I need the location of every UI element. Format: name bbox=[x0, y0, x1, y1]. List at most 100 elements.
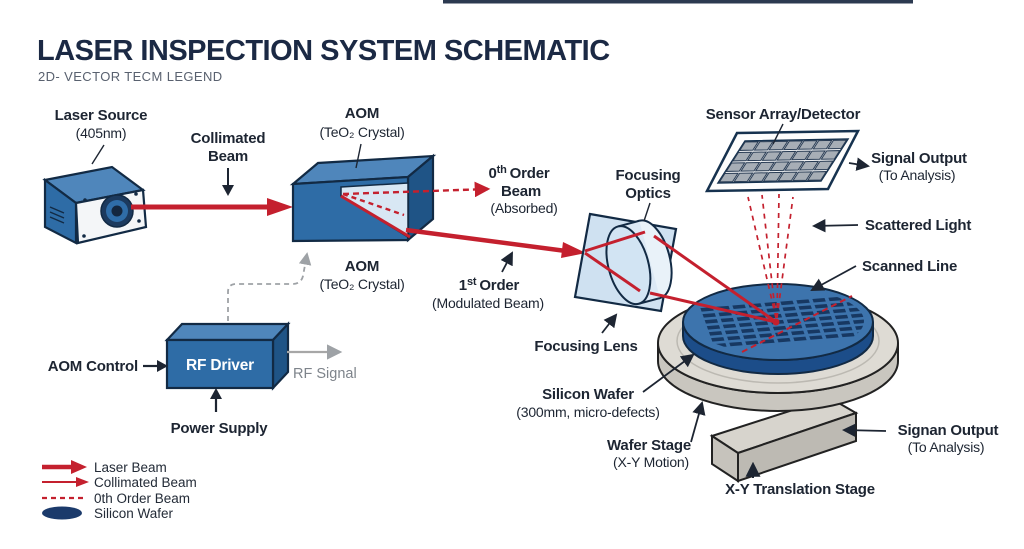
wafer-die bbox=[759, 333, 773, 338]
laser-source bbox=[42, 165, 148, 245]
wafer-die bbox=[743, 334, 757, 339]
legend-laser-beam-arrowhead-icon bbox=[71, 460, 87, 474]
wafer-die bbox=[708, 331, 723, 336]
sensor-cell bbox=[719, 173, 737, 182]
wafer-die bbox=[720, 317, 735, 323]
scanned-line-label: Scanned Line bbox=[862, 258, 957, 275]
laser-vent-line bbox=[49, 206, 65, 214]
wafer-die bbox=[798, 305, 812, 310]
power-supply-arrowhead-icon bbox=[210, 388, 222, 399]
sensor-cell bbox=[762, 152, 780, 161]
sensor-cell bbox=[734, 173, 752, 182]
signan-output-sublabel: (To Analysis) bbox=[908, 439, 985, 455]
sensor-cell bbox=[807, 151, 825, 160]
wafer-die bbox=[724, 329, 739, 335]
wafer-die bbox=[812, 298, 826, 303]
rf-signal-label: RF Signal bbox=[293, 366, 357, 382]
focusing-optics bbox=[573, 212, 678, 313]
laser-lens-core bbox=[111, 205, 123, 217]
wafer-die bbox=[820, 322, 835, 327]
wafer-die bbox=[729, 341, 743, 347]
wafer-die bbox=[841, 332, 855, 338]
signan-output-label: Signan Output bbox=[898, 422, 999, 439]
wafer-die bbox=[796, 299, 810, 304]
wafer-die bbox=[772, 325, 787, 331]
sensor-cell bbox=[799, 141, 817, 150]
legend-item-label: Silicon Wafer bbox=[94, 506, 174, 521]
legend-item-label: Laser Beam bbox=[94, 460, 167, 475]
silicon-wafer bbox=[682, 283, 874, 375]
wafer-die bbox=[816, 310, 831, 315]
aom-diffraction-dashed bbox=[342, 192, 405, 217]
sensor-cell bbox=[813, 140, 831, 149]
screw-dot bbox=[82, 234, 86, 238]
silicon-wafer-pointer-arrow bbox=[642, 353, 695, 393]
wafer-die bbox=[782, 306, 796, 312]
focused-beams bbox=[584, 230, 780, 326]
zero-order-label3: (Absorbed) bbox=[490, 200, 557, 216]
focusing-optics-label2: Optics bbox=[625, 185, 670, 202]
wafer-die bbox=[702, 313, 716, 318]
wafer-stage-label: Wafer Stage bbox=[607, 437, 691, 454]
legend-item-label: 0th Order Beam bbox=[94, 491, 190, 506]
sensor-cell bbox=[726, 163, 744, 172]
legend-collimated-arrowhead-icon bbox=[76, 477, 89, 487]
scanned-line-dashed bbox=[741, 295, 853, 353]
scattered-ray bbox=[761, 194, 777, 319]
sensor-array bbox=[707, 131, 858, 191]
scattered-ray bbox=[776, 196, 794, 319]
sensor-cell bbox=[741, 162, 759, 171]
wafer-die bbox=[756, 327, 771, 332]
screw-dot bbox=[83, 198, 87, 202]
top-crop-strip bbox=[443, 0, 913, 4]
scanned-line-arrow bbox=[810, 265, 857, 291]
sensor-cell bbox=[749, 173, 767, 182]
scattered-ray bbox=[747, 196, 777, 319]
wafer-die bbox=[834, 314, 849, 320]
beam-impact-point bbox=[772, 318, 780, 326]
wafer-die bbox=[839, 326, 853, 332]
wafer-die bbox=[791, 330, 805, 336]
sensor-cell bbox=[815, 161, 833, 170]
signal-output-arrow bbox=[848, 157, 871, 171]
wafer-die bbox=[855, 325, 864, 330]
page-subtitle: 2D- VECTOR TECM LEGEND bbox=[38, 69, 223, 84]
wafer-die bbox=[722, 323, 737, 329]
wafer-die bbox=[738, 322, 753, 327]
scattered-light-label: Scattered Light bbox=[865, 217, 971, 234]
wafer-die bbox=[823, 328, 837, 333]
first-order-arrowhead-icon bbox=[561, 242, 586, 258]
wafer-die bbox=[736, 316, 751, 321]
wafer-die bbox=[704, 319, 719, 324]
focusing-optics-label: Focusing bbox=[615, 167, 680, 184]
wafer-die-grid bbox=[700, 295, 864, 348]
first-order-label2: (Modulated Beam) bbox=[432, 295, 544, 311]
silicon-wafer-sublabel: (300mm, micro-defects) bbox=[516, 404, 659, 420]
wafer-die bbox=[807, 329, 821, 334]
laser-vent-line bbox=[49, 211, 65, 219]
focusing-lens-label: Focusing Lens bbox=[534, 338, 637, 355]
sensor-cell bbox=[770, 162, 788, 171]
wafer-die bbox=[852, 319, 864, 324]
wafer-die bbox=[818, 316, 833, 321]
page-title: LASER INSPECTION SYSTEM SCHEMATIC bbox=[37, 35, 610, 67]
aom-diffraction-solid bbox=[340, 194, 411, 239]
rf-to-aom-control-path bbox=[227, 252, 312, 321]
aom-top-sublabel: (TeO₂ Crystal) bbox=[319, 124, 404, 140]
arm-front-face bbox=[737, 411, 857, 483]
legend-silicon-wafer-icon bbox=[42, 506, 82, 520]
wafer-die bbox=[786, 318, 801, 324]
scattered-ray bbox=[776, 193, 780, 319]
sensor-cell bbox=[764, 172, 782, 181]
wafer-die bbox=[793, 336, 807, 342]
silicon-wafer-label: Silicon Wafer bbox=[542, 386, 634, 403]
aom-label-pointer bbox=[355, 143, 362, 169]
aom-bottom-sublabel: (TeO₂ Crystal) bbox=[319, 276, 404, 292]
sensor-cell bbox=[748, 152, 766, 161]
beam-into-lens-bottom bbox=[584, 251, 641, 293]
sensor-array-label: Sensor Array/Detector bbox=[706, 106, 861, 123]
aom-control-arrowhead-icon bbox=[157, 360, 168, 372]
